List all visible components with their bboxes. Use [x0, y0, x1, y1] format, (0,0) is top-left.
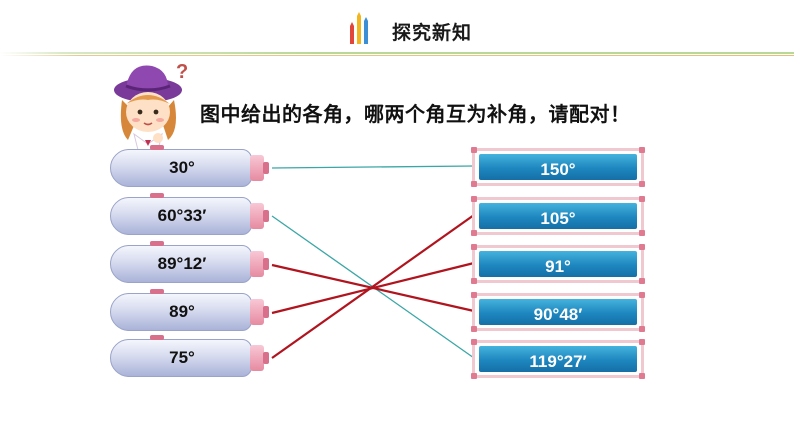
right-angle-item[interactable]: 119°27′: [471, 339, 645, 379]
right-angle-item[interactable]: 105°: [471, 196, 645, 236]
right-angle-label: 119°27′: [529, 352, 587, 371]
pencils-icon: [350, 12, 368, 44]
line-60-119: [271, 215, 475, 359]
left-angle-item[interactable]: 89°12′: [110, 241, 269, 283]
right-angle-label: 105°: [540, 209, 576, 228]
line-8912-9048: [271, 263, 475, 313]
left-angle-label: 60°33′: [157, 206, 207, 225]
left-angle-label: 89°12′: [157, 254, 207, 273]
left-angle-label: 30°: [169, 158, 195, 177]
girl-thinking-illustration: ?: [114, 61, 188, 151]
line-89-91: [271, 261, 475, 315]
page-title: 探究新知: [392, 23, 473, 44]
right-angle-label: 150°: [540, 160, 576, 179]
right-angle-label: 90°48′: [533, 305, 583, 324]
left-angle-item[interactable]: 30°: [110, 145, 269, 187]
svg-text:?: ?: [176, 61, 188, 83]
left-angle-label: 75°: [169, 348, 195, 367]
line-30-150: [271, 165, 475, 169]
left-angle-item[interactable]: 89°: [110, 289, 269, 331]
question-text: 图中给出的各角，哪两个角互为补角，请配对！: [200, 104, 631, 126]
header-divider-accent: [0, 55, 794, 56]
left-angle-item[interactable]: 75°: [110, 335, 269, 377]
header-divider: [0, 52, 794, 54]
right-angle-item[interactable]: 150°: [471, 147, 645, 187]
line-75-105: [271, 214, 475, 359]
left-angle-item[interactable]: 60°33′: [110, 193, 269, 235]
right-angle-label: 91°: [545, 257, 571, 276]
right-angle-item[interactable]: 90°48′: [471, 292, 645, 332]
left-angle-label: 89°: [169, 302, 195, 321]
right-angle-item[interactable]: 91°: [471, 244, 645, 284]
